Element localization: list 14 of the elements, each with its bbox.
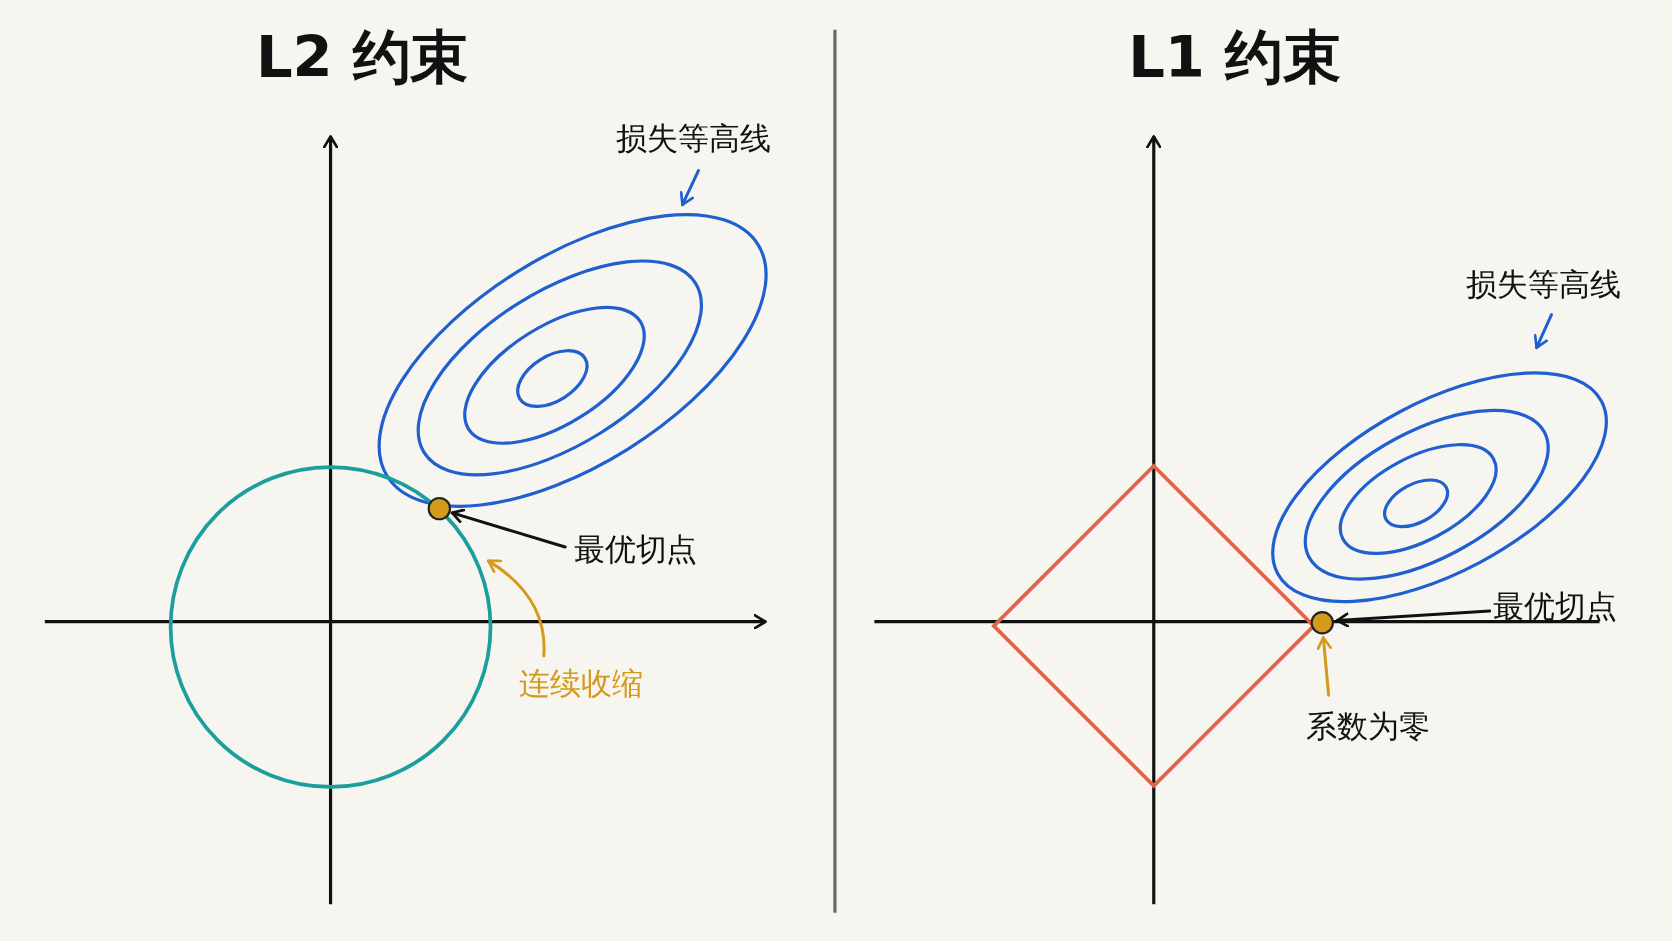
annotation-text: 连续收缩 (519, 665, 643, 703)
leader-arrow (486, 559, 546, 658)
leader-arrow (1533, 313, 1553, 350)
panel-title: L1 约束 (1128, 23, 1341, 93)
annotation-text: 损失等高线 (616, 120, 771, 158)
annotation-text: 系数为零 (1306, 708, 1430, 746)
annotation-text: 损失等高线 (1466, 266, 1621, 304)
annotation-text: 最优切点 (1492, 588, 1617, 626)
leader-arrow (450, 508, 567, 549)
leader-arrow (679, 169, 700, 207)
leader-arrow (1316, 636, 1332, 697)
leader-arrow (1335, 609, 1492, 628)
annotation-text: 最优切点 (573, 531, 698, 569)
panel-title: L2 约束 (255, 23, 468, 93)
